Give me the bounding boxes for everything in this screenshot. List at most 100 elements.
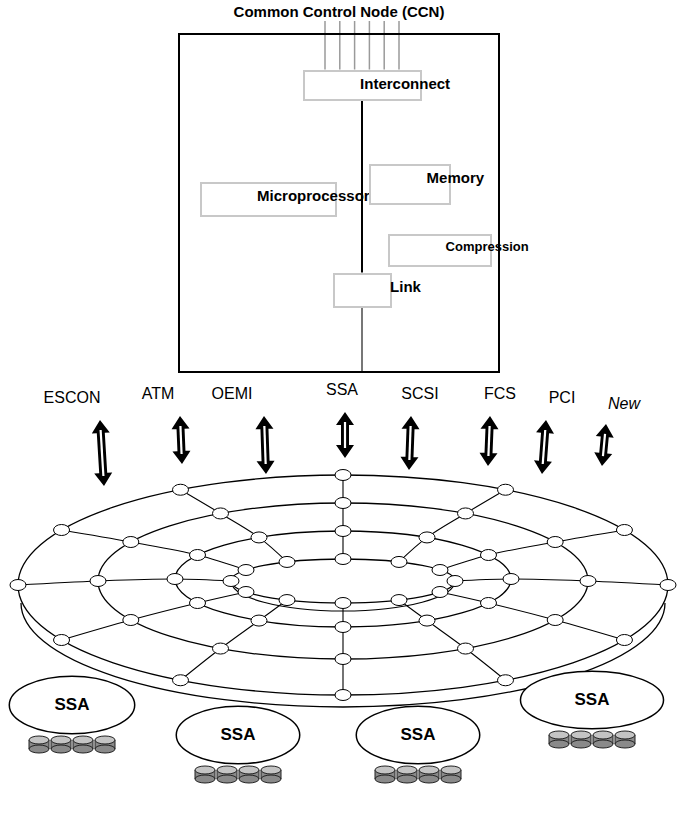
disk-drive — [571, 731, 591, 748]
control-node: Common Control Node (CCN) InterconnectMic… — [178, 0, 500, 373]
component-box: Link — [333, 273, 392, 308]
torus-node — [238, 565, 254, 576]
disk-drive — [95, 736, 115, 753]
torus-node — [335, 498, 351, 509]
torus-node — [10, 580, 26, 591]
double-arrow — [480, 416, 499, 466]
torus-node — [54, 525, 70, 536]
torus-node — [223, 576, 239, 587]
node-heading: Common Control Node (CCN) — [234, 3, 445, 20]
torus-meridian — [342, 475, 343, 559]
interface-label: SCSI — [401, 385, 438, 403]
torus-node — [238, 587, 254, 598]
disk-drive — [615, 731, 635, 748]
torus-node — [335, 554, 351, 565]
torus-meridian — [181, 600, 288, 680]
interface-label: OEMI — [212, 385, 253, 403]
bus-line — [369, 21, 371, 70]
component-box: Interconnect — [303, 70, 422, 101]
torus-node — [432, 565, 448, 576]
torus-node — [335, 690, 351, 701]
component-box: Microprocessor — [200, 182, 337, 217]
torus-node — [547, 537, 563, 548]
torus-node — [480, 550, 496, 561]
link-line — [361, 308, 363, 374]
node-label: Interconnect — [360, 75, 450, 92]
disk-drive — [261, 766, 281, 783]
node-label: Compression — [446, 239, 529, 254]
torus-node — [419, 615, 435, 626]
torus-meridian — [399, 600, 506, 680]
torus-ring — [18, 475, 668, 695]
disk-drive — [375, 766, 395, 783]
node-label: Microprocessor — [257, 187, 370, 204]
torus-node — [190, 598, 206, 609]
torus-node — [547, 615, 563, 626]
torus-ring — [231, 559, 455, 603]
bus-line — [383, 21, 385, 70]
torus-node — [251, 615, 267, 626]
torus-node — [167, 574, 183, 585]
torus-meridian — [440, 530, 624, 570]
torus-node — [279, 595, 295, 606]
disk-drive — [397, 766, 417, 783]
torus-meridian — [455, 579, 668, 585]
disk-drive — [239, 766, 259, 783]
torus-node — [335, 654, 351, 665]
bus-line — [354, 21, 356, 70]
disk-drive — [29, 736, 49, 753]
torus-node — [335, 526, 351, 537]
interface-label: ATM — [142, 385, 175, 403]
torus-node — [190, 550, 206, 561]
torus-inner-rim — [231, 581, 455, 611]
bus-line — [324, 21, 326, 70]
component-box: Compression — [388, 234, 492, 267]
node-label: SSA — [221, 725, 256, 745]
torus-meridian — [18, 579, 231, 585]
disk-drive — [593, 731, 613, 748]
torus-meridian — [399, 490, 506, 562]
disk-drive — [549, 731, 569, 748]
double-arrow — [594, 424, 613, 466]
torus-node — [279, 556, 295, 567]
torus-node — [432, 587, 448, 598]
double-arrow — [336, 412, 354, 458]
interface-label: PCI — [549, 389, 576, 407]
disk-drive — [441, 766, 461, 783]
torus-meridian — [62, 530, 246, 570]
torus-meridian — [62, 592, 246, 640]
torus-node — [213, 508, 229, 519]
torus-node — [213, 643, 229, 654]
torus-node — [335, 598, 351, 609]
double-arrow — [92, 420, 112, 486]
torus-node — [335, 622, 351, 633]
torus-node — [660, 580, 676, 591]
ssa-loop: SSA — [519, 670, 665, 730]
node-label: SSA — [55, 695, 90, 715]
interface-label: ESCON — [44, 389, 101, 407]
torus-node — [458, 508, 474, 519]
torus-node — [616, 635, 632, 646]
torus-node — [480, 598, 496, 609]
node-label: Memory — [427, 169, 485, 186]
torus-node — [90, 576, 106, 587]
ssa-loop: SSA — [175, 705, 301, 765]
node-label: SSA — [401, 725, 436, 745]
disk-drive — [195, 766, 215, 783]
double-arrow — [400, 416, 419, 470]
torus-meridian — [342, 603, 343, 695]
double-arrow — [255, 416, 274, 474]
ssa-loop: SSA — [8, 675, 136, 735]
disk-drive — [419, 766, 439, 783]
component-box: Memory — [369, 164, 451, 205]
torus-meridian — [440, 592, 624, 640]
torus-node — [251, 532, 267, 543]
torus-node — [391, 556, 407, 567]
torus-node — [498, 484, 514, 495]
torus-node — [54, 635, 70, 646]
bus-line — [398, 21, 400, 70]
disk-drive — [51, 736, 71, 753]
torus-node — [580, 576, 596, 587]
